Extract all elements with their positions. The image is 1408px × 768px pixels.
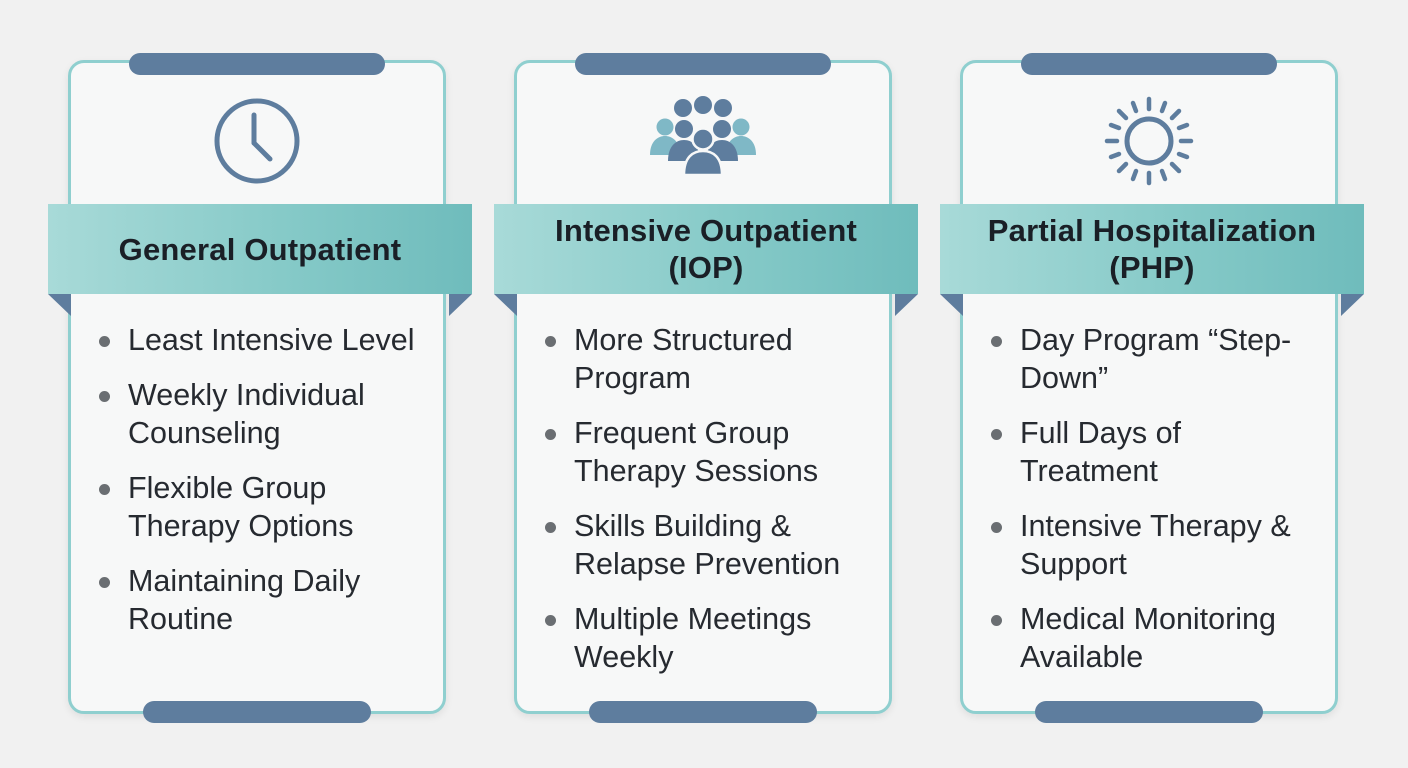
card-title: Intensive Outpatient (IOP) (555, 213, 857, 285)
bullet-dot-icon (545, 522, 556, 533)
card-bottom-cap (1035, 701, 1263, 723)
bullet-dot-icon (99, 484, 110, 495)
banner-fold-right (1341, 294, 1364, 316)
banner-fold-left (940, 294, 963, 316)
card-top-cap (1021, 53, 1277, 75)
banner-fold-right (449, 294, 472, 316)
bullet-dot-icon (99, 577, 110, 588)
list-item-text: Medical Monitoring Available (1020, 602, 1276, 674)
card-title-banner: General Outpatient (48, 204, 472, 316)
banner-fold-left (48, 294, 71, 316)
list-item: Maintaining Daily Routine (97, 562, 429, 638)
list-item: Flexible Group Therapy Options (97, 469, 429, 545)
bullet-dot-icon (545, 429, 556, 440)
card-title: General Outpatient (118, 231, 402, 267)
list-item-text: More Structured Program (574, 323, 793, 395)
card-bottom-cap (589, 701, 817, 723)
list-item: Full Days of Treatment (989, 414, 1321, 490)
card-partial-hospitalization: Partial Hospitalization (PHP) Day Progra… (940, 53, 1364, 723)
list-item-text: Weekly Individual Counseling (128, 378, 365, 450)
list-item-text: Maintaining Daily Routine (128, 564, 361, 636)
card-bullet-list: Least Intensive Level Weekly Individual … (97, 321, 429, 655)
list-item: Medical Monitoring Available (989, 600, 1321, 676)
bullet-dot-icon (991, 429, 1002, 440)
list-item-text: Multiple Meetings Weekly (574, 602, 812, 674)
bullet-dot-icon (545, 336, 556, 347)
card-intensive-outpatient: Intensive Outpatient (IOP) More Structur… (494, 53, 918, 723)
list-item: Least Intensive Level (97, 321, 429, 359)
group-people-icon (648, 91, 758, 201)
bullet-dot-icon (99, 336, 110, 347)
list-item: More Structured Program (543, 321, 875, 397)
bullet-dot-icon (991, 615, 1002, 626)
list-item: Skills Building & Relapse Prevention (543, 507, 875, 583)
bullet-dot-icon (99, 391, 110, 402)
card-top-cap (575, 53, 831, 75)
card-title: Partial Hospitalization (PHP) (987, 213, 1317, 285)
card-bullet-list: Day Program “Step-Down” Full Days of Tre… (989, 321, 1321, 693)
banner-fold-right (895, 294, 918, 316)
card-title-banner: Intensive Outpatient (IOP) (494, 204, 918, 316)
card-top-cap (129, 53, 385, 75)
card-title-banner: Partial Hospitalization (PHP) (940, 204, 1364, 316)
list-item: Day Program “Step-Down” (989, 321, 1321, 397)
card-bullet-list: More Structured Program Frequent Group T… (543, 321, 875, 693)
list-item-text: Skills Building & Relapse Prevention (574, 509, 841, 581)
list-item-text: Frequent Group Therapy Sessions (574, 416, 819, 488)
list-item: Weekly Individual Counseling (97, 376, 429, 452)
clock-icon (202, 91, 312, 201)
list-item-text: Least Intensive Level (128, 323, 415, 357)
card-bottom-cap (143, 701, 371, 723)
bullet-dot-icon (991, 336, 1002, 347)
list-item-text: Flexible Group Therapy Options (128, 471, 354, 543)
bullet-dot-icon (545, 615, 556, 626)
bullet-dot-icon (991, 522, 1002, 533)
sun-icon (1094, 91, 1204, 201)
list-item-text: Full Days of Treatment (1020, 416, 1182, 488)
list-item: Multiple Meetings Weekly (543, 600, 875, 676)
list-item: Frequent Group Therapy Sessions (543, 414, 875, 490)
list-item: Intensive Therapy & Support (989, 507, 1321, 583)
list-item-text: Intensive Therapy & Support (1020, 509, 1291, 581)
card-general-outpatient: General Outpatient Least Intensive Level… (48, 53, 472, 723)
list-item-text: Day Program “Step-Down” (1020, 323, 1292, 395)
banner-fold-left (494, 294, 517, 316)
